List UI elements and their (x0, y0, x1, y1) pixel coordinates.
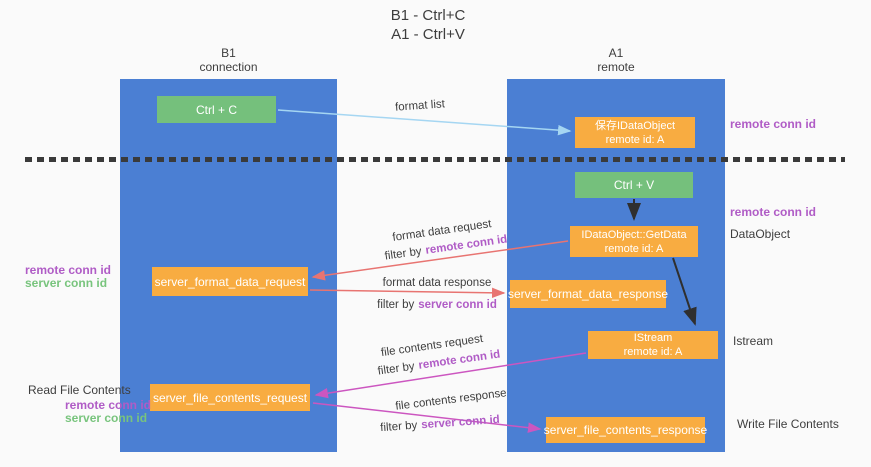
save-dataobject-line1: 保存IDataObject (594, 119, 676, 132)
istream-line2: remote id: A (623, 346, 683, 358)
server-file-contents-request-label: server_file_contents_request (152, 390, 308, 405)
title-line-1: B1 - Ctrl+C (390, 7, 466, 24)
server-conn-id-label-mid-left: server conn id (25, 276, 108, 290)
server-file-contents-request-box: server_file_contents_request (150, 384, 310, 411)
right-column-subtitle: remote (597, 60, 635, 74)
filter-by-text: filter by (377, 299, 415, 311)
right-column-header: A1 remote (507, 46, 725, 74)
server-format-data-response-label: server_format_data_response (507, 287, 669, 301)
server-format-data-request-label: server_format_data_request (154, 274, 306, 289)
write-file-contents-label: Write File Contents (737, 417, 839, 431)
right-column-name: A1 (608, 46, 624, 60)
getdata-line2: remote id: A (604, 242, 664, 255)
istream-side-label: Istream (733, 334, 774, 348)
file-contents-response-label: file contents response (394, 387, 508, 413)
server-conn-id-highlight: server conn id (420, 413, 501, 432)
left-column-subtitle: connection (199, 60, 258, 74)
format-data-response-label: format data response (382, 277, 492, 289)
server-conn-id-label-bottom-left: server conn id (65, 411, 148, 425)
getdata-line1: IDataObject::GetData (581, 228, 687, 241)
read-file-contents-label: Read File Contents (28, 383, 131, 397)
left-column-header: B1 connection (120, 46, 337, 74)
format-data-response-arrow (309, 287, 506, 299)
remote-conn-id-label-bottom-left: remote conn id (65, 398, 152, 412)
filter-by-text: filter by (384, 245, 423, 263)
server-conn-id-highlight: server conn id (418, 299, 497, 311)
server-file-contents-response-label: server_file_contents_response (543, 423, 708, 437)
format-list-label: format list (394, 98, 446, 114)
remote-conn-id-label-top-right: remote conn id (730, 117, 817, 131)
ctrl-c-box: Ctrl + C (157, 96, 276, 123)
idataobject-getdata-box: IDataObject::GetData remote id: A (570, 226, 698, 257)
remote-conn-id-label-mid-left: remote conn id (25, 263, 112, 277)
ctrl-v-box: Ctrl + V (575, 172, 693, 198)
ctrl-c-label: Ctrl + C (195, 102, 237, 117)
istream-box: IStream remote id: A (588, 331, 718, 359)
filter-by-text: filter by (377, 360, 416, 378)
istream-line1: IStream (633, 332, 673, 344)
ctrl-v-label: Ctrl + V (613, 178, 655, 192)
left-column-name: B1 (221, 46, 236, 60)
filter-by-text: filter by (379, 419, 418, 435)
dataobject-label: DataObject (730, 227, 791, 241)
server-format-data-response-box: server_format_data_response (507, 280, 669, 308)
server-format-data-request-box: server_format_data_request (152, 267, 308, 296)
save-dataobject-box: 保存IDataObject remote id: A (575, 117, 695, 148)
session-divider-dashed-line (25, 157, 845, 162)
page-title: B1 - Ctrl+C A1 - Ctrl+V (391, 6, 466, 44)
server-file-contents-response-box: server_file_contents_response (543, 417, 708, 443)
save-dataobject-line2: remote id: A (605, 133, 665, 146)
remote-conn-id-label-mid-right: remote conn id (730, 205, 817, 219)
title-line-2: A1 - Ctrl+V (391, 26, 465, 43)
